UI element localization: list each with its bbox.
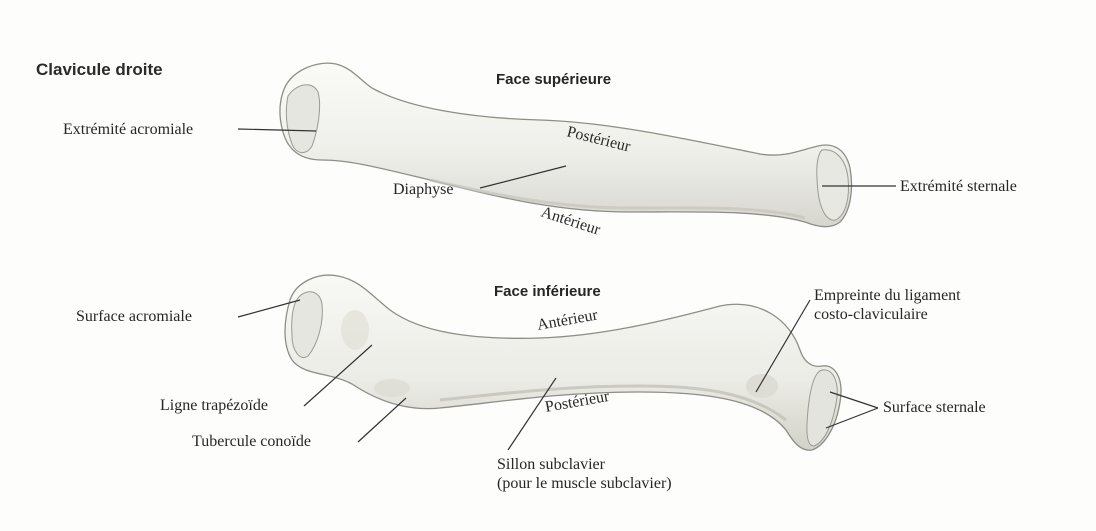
heading-face-inferieure: Face inférieure [494,282,601,302]
label-empreinte-line1: Empreinte du ligament [814,286,961,306]
label-anterieur-inferior: Antérieur [536,306,600,334]
label-empreinte-line2: costo-claviculaire [814,305,928,325]
label-sillon-line2: (pour le muscle subclavier) [497,474,672,494]
label-ligne-trapezoide: Ligne trapézoïde [160,396,268,416]
label-surface-sternale: Surface sternale [883,398,986,418]
label-extremite-sternale: Extrémité sternale [900,177,1017,197]
leader-tubercule-conoide [358,398,406,442]
label-surface-acromiale: Surface acromiale [76,307,192,327]
figure-title: Clavicule droite [36,60,163,80]
label-sillon-line1: Sillon subclavier [497,455,605,475]
inferior-costoclavicular-impression [746,374,778,398]
label-tubercule-conoide: Tubercule conoïde [192,432,311,452]
label-extremite-acromiale: Extrémité acromiale [63,120,193,140]
inferior-trapezoid-line [341,310,369,350]
inferior-conoid-tubercle [374,379,410,397]
label-diaphyse: Diaphyse [393,180,453,200]
heading-face-superieure: Face supérieure [496,70,611,90]
